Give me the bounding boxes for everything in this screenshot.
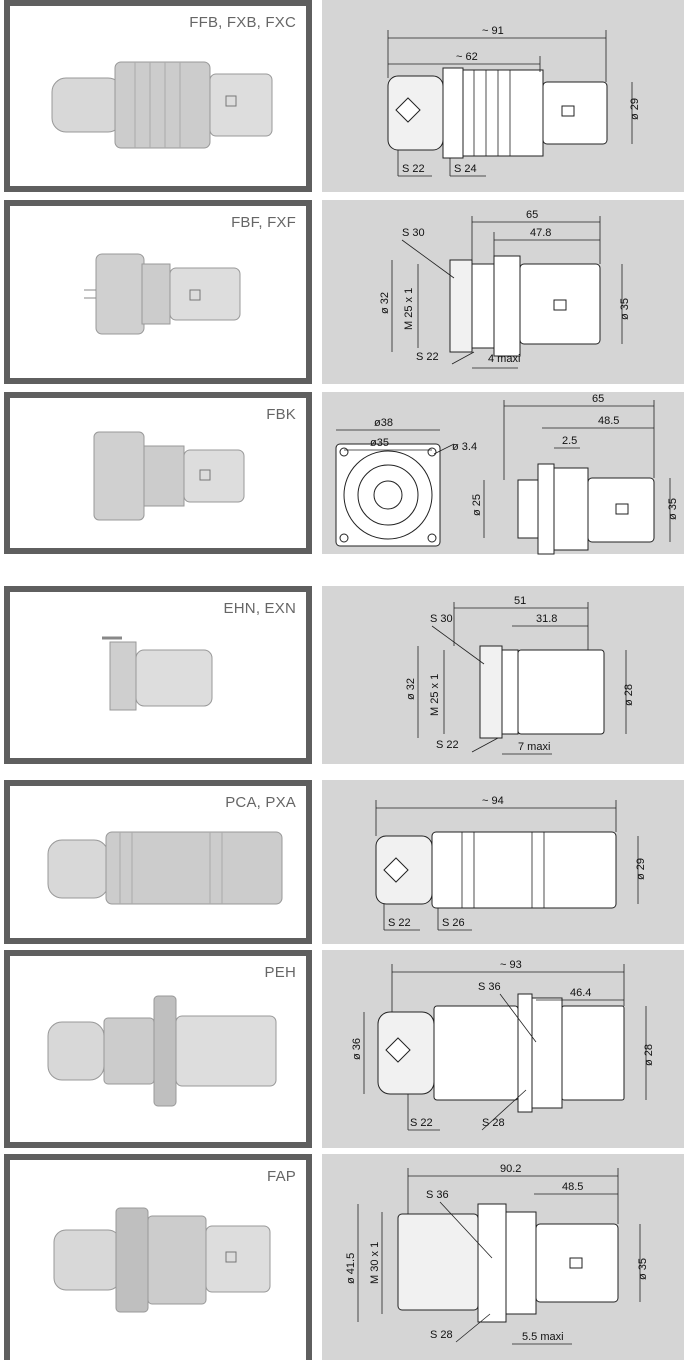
product-photo-4: EHN, EXN — [4, 586, 312, 764]
dimension-label: ø 35 — [637, 1258, 649, 1280]
dimension-label: 48.5 — [598, 415, 619, 427]
dimension-label: ø 28 — [623, 684, 635, 706]
product-photo-1: FFB, FXB, FXC — [4, 0, 312, 192]
dimension-label: ~ 91 — [482, 25, 504, 37]
dimension-label: ø 41.5 — [345, 1253, 357, 1284]
dimension-label: ø 36 — [351, 1038, 363, 1060]
product-row-3: FBK ø38 ø35 ø 3.4 65 — [4, 392, 684, 555]
dimension-label: ø 25 — [471, 494, 483, 516]
connector-image — [102, 636, 213, 711]
connector-image — [53, 1207, 271, 1313]
dimension-label: M 25 x 1 — [403, 288, 415, 330]
dimension-label: ø 35 — [667, 498, 679, 520]
product-row-4: EHN, EXN 51 31.8 S 30 ø 32 M 25 x 1 ø 28… — [4, 586, 684, 764]
dimension-label: 7 maxi — [518, 741, 550, 753]
dimension-label: S 30 — [402, 227, 425, 239]
product-row-1: FFB, FXB, FXC ~ 91 ~ 62 ø 29 — [4, 0, 684, 192]
technical-drawing-6: ~ 93 S 36 46.4 ø 36 ø 28 S 22 S 28 — [322, 950, 684, 1148]
dimension-label: S 22 — [402, 163, 425, 175]
dimension-label: ø 29 — [635, 858, 647, 880]
dimension-label: 4 maxi — [488, 353, 520, 365]
dimension-label: ø 32 — [379, 292, 391, 314]
dimension-label: S 22 — [410, 1117, 433, 1129]
product-photo-2: FBF, FXF — [4, 200, 312, 384]
product-photo-6: PEH — [4, 950, 312, 1148]
technical-drawing-5: ~ 94 ø 29 S 22 S 26 — [322, 780, 684, 944]
technical-drawing-4: 51 31.8 S 30 ø 32 M 25 x 1 ø 28 S 22 7 m… — [322, 586, 684, 764]
dimension-label: ø35 — [370, 437, 389, 449]
dimension-label: 31.8 — [536, 613, 557, 625]
dimension-label: ø 35 — [619, 298, 631, 320]
dimension-label: 2.5 — [562, 435, 577, 447]
dimension-label: 51 — [514, 595, 526, 607]
product-row-7: FAP 90.2 S 36 48.5 ø 41.5 M 30 x 1 — [4, 1154, 684, 1360]
dimension-label: ø 32 — [405, 678, 417, 700]
dimension-label: 48.5 — [562, 1181, 583, 1193]
connector-image — [47, 831, 283, 905]
dimension-label: S 36 — [426, 1189, 449, 1201]
product-row-5: PCA, PXA ~ 94 ø 29 S 22 S 26 — [4, 780, 684, 944]
dimension-label: S 26 — [442, 917, 465, 929]
product-code: PCA, PXA — [225, 794, 296, 811]
dimension-label: ø 28 — [643, 1044, 655, 1066]
dimension-label: ø38 — [374, 417, 393, 429]
connector-image — [51, 61, 273, 149]
product-row-6: PEH ~ 93 S 36 46.4 ø 36 ø 28 S — [4, 950, 684, 1148]
dimension-label: S 36 — [478, 981, 501, 993]
technical-drawing-1: ~ 91 ~ 62 ø 29 S 22 S 24 — [322, 0, 684, 192]
product-code: FBK — [266, 406, 296, 423]
dimension-label: 5.5 maxi — [522, 1331, 564, 1343]
product-row-2: FBF, FXF 65 47.8 S 30 ø 32 M 25 x 1 — [4, 200, 684, 384]
product-photo-3: FBK — [4, 392, 312, 554]
product-code: PEH — [264, 964, 296, 981]
dimension-label: ~ 93 — [500, 959, 522, 971]
dimension-label: S 24 — [454, 163, 477, 175]
connector-image — [47, 995, 277, 1107]
technical-drawing-3: ø38 ø35 ø 3.4 65 48.5 2.5 ø 25 ø 35 — [322, 392, 684, 555]
product-code: FAP — [267, 1168, 296, 1185]
dimension-label: ~ 62 — [456, 51, 478, 63]
dimension-label: 46.4 — [570, 987, 591, 999]
dimension-label: ø 3.4 — [452, 441, 477, 453]
dimension-label: 90.2 — [500, 1163, 521, 1175]
product-code: FBF, FXF — [231, 214, 296, 231]
dimension-label: 65 — [592, 393, 604, 405]
product-photo-7: FAP — [4, 1154, 312, 1360]
dimension-label: S 30 — [430, 613, 453, 625]
dimension-label: ~ 94 — [482, 795, 504, 807]
connector-image — [84, 253, 241, 335]
connector-image — [93, 431, 245, 521]
dimension-label: S 22 — [416, 351, 439, 363]
product-code: EHN, EXN — [223, 600, 296, 617]
dimension-label: 65 — [526, 209, 538, 221]
technical-drawing-2: 65 47.8 S 30 ø 32 M 25 x 1 ø 35 S 22 4 m… — [322, 200, 684, 384]
dimension-label: 47.8 — [530, 227, 551, 239]
dimension-label: S 28 — [482, 1117, 505, 1129]
product-photo-5: PCA, PXA — [4, 780, 312, 944]
technical-drawing-7: 90.2 S 36 48.5 ø 41.5 M 30 x 1 ø 35 S 28… — [322, 1154, 684, 1360]
dimension-label: M 25 x 1 — [429, 674, 441, 716]
product-code: FFB, FXB, FXC — [189, 14, 296, 31]
dimension-label: ø 29 — [629, 98, 641, 120]
dimension-label: S 22 — [436, 739, 459, 751]
dimension-label: S 22 — [388, 917, 411, 929]
dimension-label: M 30 x 1 — [369, 1242, 381, 1284]
dimension-label: S 28 — [430, 1329, 453, 1341]
